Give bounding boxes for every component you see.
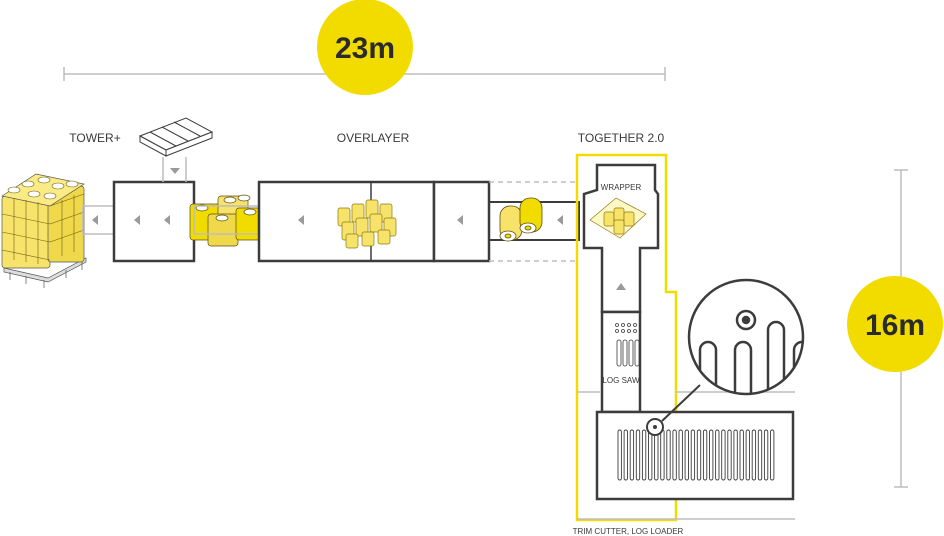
- pallet-stack-icon: [1, 173, 87, 288]
- arrow-left-icon: [134, 215, 140, 225]
- loader-slots: [617, 429, 775, 481]
- arrow-up-icon: [616, 283, 626, 290]
- loader-slot: [715, 429, 720, 481]
- loader-slot: [763, 429, 769, 481]
- loader-slot: [623, 429, 628, 481]
- overlayer-label: OVERLAYER: [337, 131, 410, 145]
- bundled-packs-icon: [189, 194, 265, 247]
- loader-slot: [745, 429, 750, 481]
- loader-slot: [721, 429, 726, 481]
- loader-slot: [770, 429, 775, 481]
- loader-slot: [727, 429, 732, 481]
- arrow-left-icon: [457, 215, 463, 225]
- loader-slot: [617, 429, 622, 481]
- loader-slot: [629, 429, 635, 481]
- loader-slot: [702, 429, 708, 481]
- loader-slot: [709, 429, 714, 481]
- loader-slot: [757, 429, 763, 481]
- length-dimension: 23m: [63, 0, 666, 95]
- loader-slot: [733, 429, 738, 481]
- trim-cutter-label: TRIM CUTTER, LOG LOADER: [573, 527, 684, 536]
- saw-blades-icon: [615, 323, 640, 367]
- loader-slot: [641, 429, 647, 481]
- arrow-left-icon: [298, 215, 304, 225]
- loader-slot: [696, 429, 702, 481]
- together-label: TOGETHER 2.0: [578, 131, 665, 145]
- arrow-left-icon: [557, 215, 563, 225]
- loader-slot: [678, 429, 683, 481]
- loader-slot: [660, 429, 665, 481]
- tower-label: TOWER+: [69, 131, 120, 145]
- roll-grid-icon: [337, 199, 397, 249]
- loader-slot: [684, 429, 689, 481]
- loader-slot: [739, 429, 744, 481]
- wrapper-pack-icon: [589, 197, 647, 239]
- loader-slot: [635, 429, 641, 481]
- arrow-left-icon: [164, 215, 170, 225]
- width-dimension: 16m: [847, 169, 943, 488]
- together-unit: WRAPPER LOG SAW TRIM CUTTER, L: [573, 153, 795, 536]
- arrow-down-icon: [170, 168, 180, 174]
- arrow-left-icon: [92, 215, 98, 225]
- empty-pallet-icon: [138, 117, 214, 157]
- loader-slot: [672, 429, 677, 481]
- wrapper-label: WRAPPER: [601, 183, 642, 192]
- wrapped-pack-icon: [499, 197, 543, 242]
- width-badge: [847, 276, 943, 372]
- tower-unit: [82, 117, 214, 263]
- length-value: 23m: [335, 32, 395, 65]
- length-badge: [317, 0, 413, 95]
- log-saw-label: LOG SAW: [602, 376, 639, 385]
- zoom-detail: [687, 278, 805, 396]
- loader-slot: [654, 429, 659, 481]
- loader-slot: [648, 429, 653, 481]
- loader-slot: [666, 429, 671, 481]
- loader-slot: [690, 429, 696, 481]
- overlayer-unit: [193, 180, 491, 263]
- loader-slot: [751, 429, 757, 481]
- width-value: 16m: [865, 309, 925, 342]
